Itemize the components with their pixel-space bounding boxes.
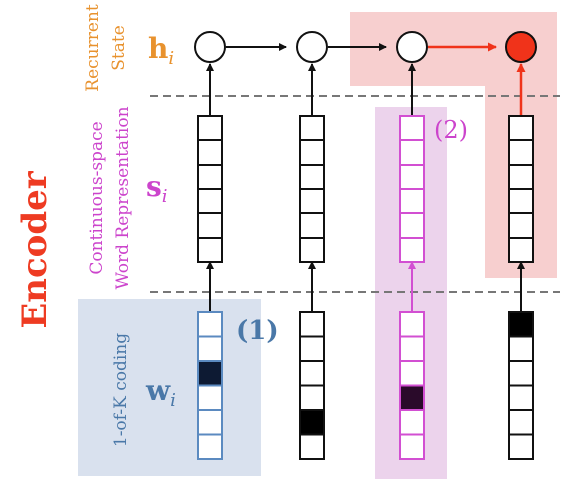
onehot-cell (299, 311, 325, 338)
embedding-symbol: si (146, 170, 168, 207)
embedding-vector-1 (197, 115, 223, 263)
onehot-cell (197, 384, 223, 411)
onehot-cell (399, 433, 425, 460)
onehot-vectors (197, 311, 534, 460)
onehot-vector-4 (508, 311, 534, 460)
onehot-label: 1-of-K coding (111, 333, 131, 447)
onehot-cell (299, 335, 325, 362)
state-label-line2: State (109, 25, 129, 71)
onehot-cell (508, 409, 534, 436)
onehot-cell (399, 335, 425, 362)
onehot-cell (508, 384, 534, 411)
onehot-cell (399, 360, 425, 387)
onehot-cell (197, 433, 223, 460)
onehot-cell (299, 409, 325, 436)
state-node-2 (296, 31, 328, 63)
onehot-cell (508, 433, 534, 460)
onehot-cell (399, 409, 425, 436)
state-node-4 (505, 31, 537, 63)
onehot-cell (197, 409, 223, 436)
embedding-vector-3 (399, 115, 425, 263)
onehot-vector-1 (197, 311, 223, 460)
marker-two: (2) (434, 116, 468, 144)
encoder-title: Encoder (15, 170, 55, 328)
onehot-vector-2 (299, 311, 325, 460)
onehot-cell (299, 384, 325, 411)
onehot-cell (299, 360, 325, 387)
onehot-highlight-panel (78, 299, 261, 476)
state-label-line1: Recurrent (83, 4, 103, 92)
state-node-3 (396, 31, 428, 63)
onehot-cell (197, 335, 223, 362)
embedding-label-line1: Continuous-space (87, 121, 107, 274)
onehot-cell (399, 384, 425, 411)
onehot-vector-3 (399, 311, 425, 460)
onehot-symbol: wi (145, 374, 176, 411)
onehot-cell (197, 360, 223, 387)
state-symbol: hi (148, 32, 174, 69)
state-node-1 (194, 31, 226, 63)
onehot-cell (197, 311, 223, 338)
marker-one: (1) (236, 316, 279, 346)
embedding-vector-2 (299, 115, 325, 263)
onehot-cell (508, 311, 534, 338)
embedding-vector-4 (508, 115, 534, 263)
onehot-cell (299, 433, 325, 460)
onehot-cell (508, 360, 534, 387)
embedding-label-line2: Word Representation (113, 106, 133, 289)
onehot-cell (508, 335, 534, 362)
onehot-cell (399, 311, 425, 338)
